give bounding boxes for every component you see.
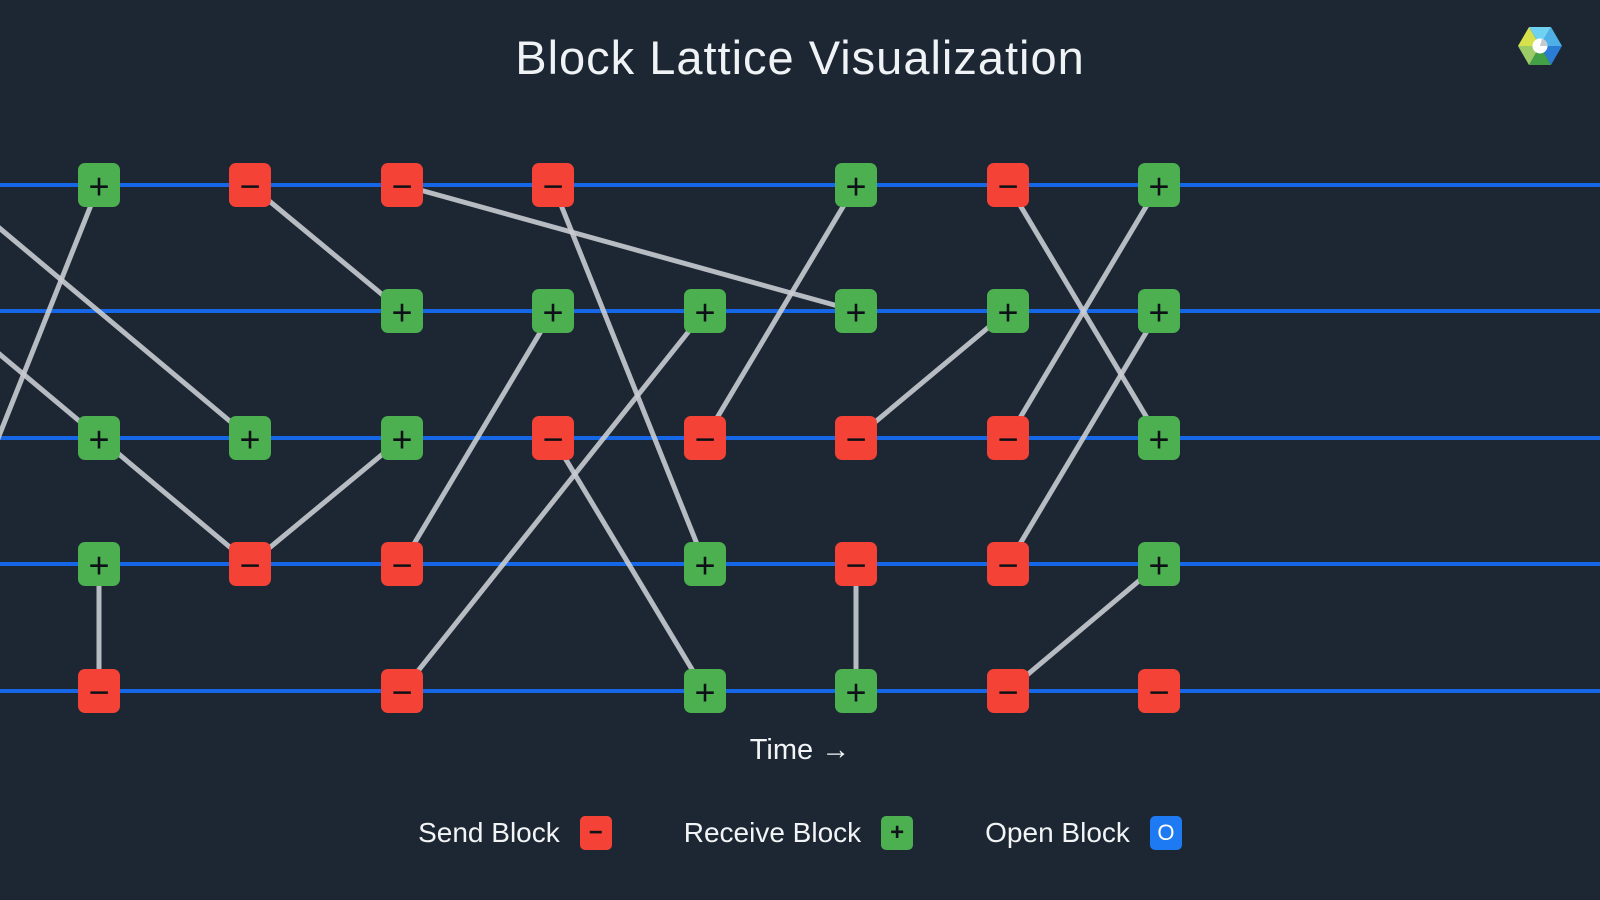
- block-symbol: +: [845, 166, 866, 207]
- block-symbol: +: [845, 292, 866, 333]
- receive-block: [835, 289, 877, 333]
- send-block: [78, 669, 120, 713]
- send-block: [987, 163, 1029, 207]
- block-symbol: −: [694, 419, 715, 460]
- block-symbol: −: [997, 672, 1018, 713]
- send-block: [381, 163, 423, 207]
- receive-block: [684, 669, 726, 713]
- block-symbol: +: [1148, 166, 1169, 207]
- block-symbol: −: [1148, 672, 1169, 713]
- receive-block: [381, 289, 423, 333]
- send-block: [987, 416, 1029, 460]
- page-title: Block Lattice Visualization: [515, 31, 1085, 84]
- block-symbol: +: [1148, 292, 1169, 333]
- connector-line: [248, 183, 404, 313]
- connector-line: [0, 225, 252, 440]
- connector-line: [550, 436, 708, 693]
- receive-block: [78, 163, 120, 207]
- legend-label-receive: Receive Block: [683, 817, 862, 848]
- legend-item-send: Send Block −: [418, 816, 612, 850]
- block-symbol: −: [391, 545, 412, 586]
- send-block: [987, 669, 1029, 713]
- receive-block: [684, 542, 726, 586]
- connector-line: [854, 309, 1010, 440]
- block-symbol: +: [88, 545, 109, 586]
- block-symbol: +: [391, 292, 412, 333]
- open-block-icon: O: [1149, 816, 1182, 850]
- send-block: [532, 416, 574, 460]
- block-symbol: −: [997, 419, 1018, 460]
- block-symbol: −: [239, 166, 260, 207]
- send-block: [1138, 669, 1180, 713]
- block-symbol: −: [542, 166, 563, 207]
- time-axis-label: Time →: [749, 734, 851, 766]
- receive-block: [1138, 542, 1180, 586]
- block-symbol: +: [88, 419, 109, 460]
- block-symbol: −: [542, 419, 563, 460]
- block-symbol: −: [239, 545, 260, 586]
- receive-block: [1138, 289, 1180, 333]
- connector-line: [400, 309, 707, 693]
- block-symbol: +: [1148, 419, 1169, 460]
- logo-core-wedge: [1540, 38, 1548, 46]
- block-symbol: −: [391, 672, 412, 713]
- block-symbol: −: [88, 672, 109, 713]
- send-block: [229, 542, 271, 586]
- logo-facet: [1529, 26, 1551, 46]
- block-symbol: +: [997, 292, 1018, 333]
- connector-line: [1005, 183, 1162, 440]
- send-block: [532, 163, 574, 207]
- block-symbol: +: [694, 545, 715, 586]
- legend: Send Block − Receive Block + Open Block …: [0, 816, 1600, 850]
- receive-block: [987, 289, 1029, 333]
- block-symbol: −: [845, 545, 866, 586]
- app-logo-icon: [1518, 26, 1562, 66]
- legend-item-receive: Receive Block +: [683, 816, 914, 850]
- logo-facet: [1529, 46, 1551, 66]
- send-block: [987, 542, 1029, 586]
- receive-block: [835, 163, 877, 207]
- block-symbol: +: [239, 419, 260, 460]
- receive-block: [532, 289, 574, 333]
- block-symbol: −: [391, 166, 412, 207]
- connector-line: [1006, 562, 1161, 693]
- block-symbol: +: [542, 292, 563, 333]
- send-block: [381, 542, 423, 586]
- connector-line: [248, 436, 404, 566]
- send-block: [229, 163, 271, 207]
- receive-block: [684, 289, 726, 333]
- block-symbol: +: [694, 672, 715, 713]
- block-symbol: +: [845, 672, 866, 713]
- block-symbol: −: [997, 166, 1018, 207]
- receive-block: [1138, 163, 1180, 207]
- legend-label-open: Open Block: [985, 817, 1130, 848]
- connector-line: [1005, 309, 1162, 566]
- legend-label-send: Send Block: [418, 817, 560, 848]
- send-block: [684, 416, 726, 460]
- send-block: [835, 542, 877, 586]
- receive-block: [1138, 416, 1180, 460]
- block-symbol: +: [88, 166, 109, 207]
- receive-block: [229, 416, 271, 460]
- block-symbol: +: [391, 419, 412, 460]
- connector-line: [702, 183, 859, 440]
- receive-block: [835, 669, 877, 713]
- connector-line: [399, 309, 556, 566]
- block-symbol: +: [694, 292, 715, 333]
- block-symbol: +: [1148, 545, 1169, 586]
- block-symbol: −: [845, 419, 866, 460]
- send-block: [835, 416, 877, 460]
- receive-block-icon: +: [881, 816, 914, 850]
- receive-block: [381, 416, 423, 460]
- receive-block: [78, 416, 120, 460]
- block-symbol: −: [997, 545, 1018, 586]
- legend-item-open: Open Block O: [985, 816, 1182, 850]
- connector-line: [550, 184, 708, 565]
- connector-line: [401, 182, 857, 314]
- receive-block: [78, 542, 120, 586]
- send-block-icon: −: [579, 816, 612, 850]
- send-block: [381, 669, 423, 713]
